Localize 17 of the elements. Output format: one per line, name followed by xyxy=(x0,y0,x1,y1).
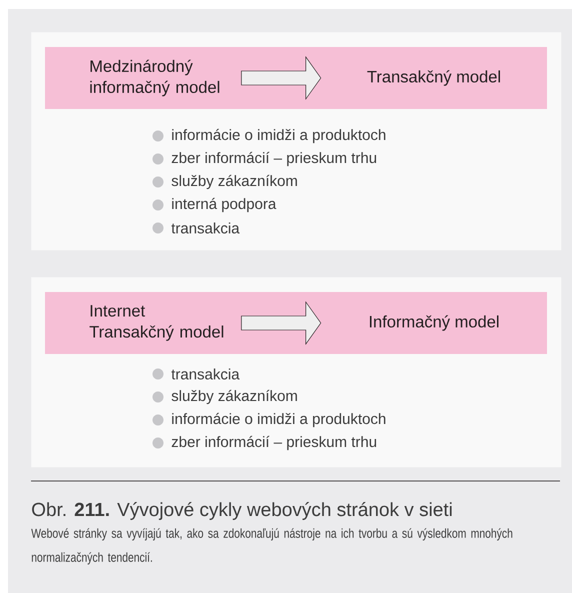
list-item: služby zákazníkom xyxy=(172,390,297,404)
list-item: informácie o imidži a produktoch xyxy=(172,128,386,144)
block-arrow xyxy=(241,56,322,100)
list-item: transakcia xyxy=(171,368,240,380)
list-item: interná podpora xyxy=(172,198,276,212)
caption-note: Webové stránky sa vyvíjajú tak, ako sa zdokonaľujú nástroje na ich tvorbu a sú výsledkom mnohých normalizačných tendencií. xyxy=(31,528,512,564)
list-item: zber informácií – prieskum trhu xyxy=(172,436,376,450)
list-item: zber informácií – prieskum trhu xyxy=(172,152,376,166)
model-label: Transakčný model xyxy=(367,70,500,86)
list-item: transakcia xyxy=(171,222,240,234)
model-label: Medzinárodný informačný model xyxy=(90,60,220,96)
model-label: Informačný model xyxy=(370,315,498,331)
list-item: informácie o imidži a produktoch xyxy=(172,412,386,428)
figure-caption: Obr. 211. Vývojové cykly webových stránok v sieti xyxy=(32,502,452,520)
list-item: služby zákazníkom xyxy=(172,174,297,190)
model-label: Internet Transakčný model xyxy=(90,305,224,341)
block-arrow xyxy=(241,301,322,345)
